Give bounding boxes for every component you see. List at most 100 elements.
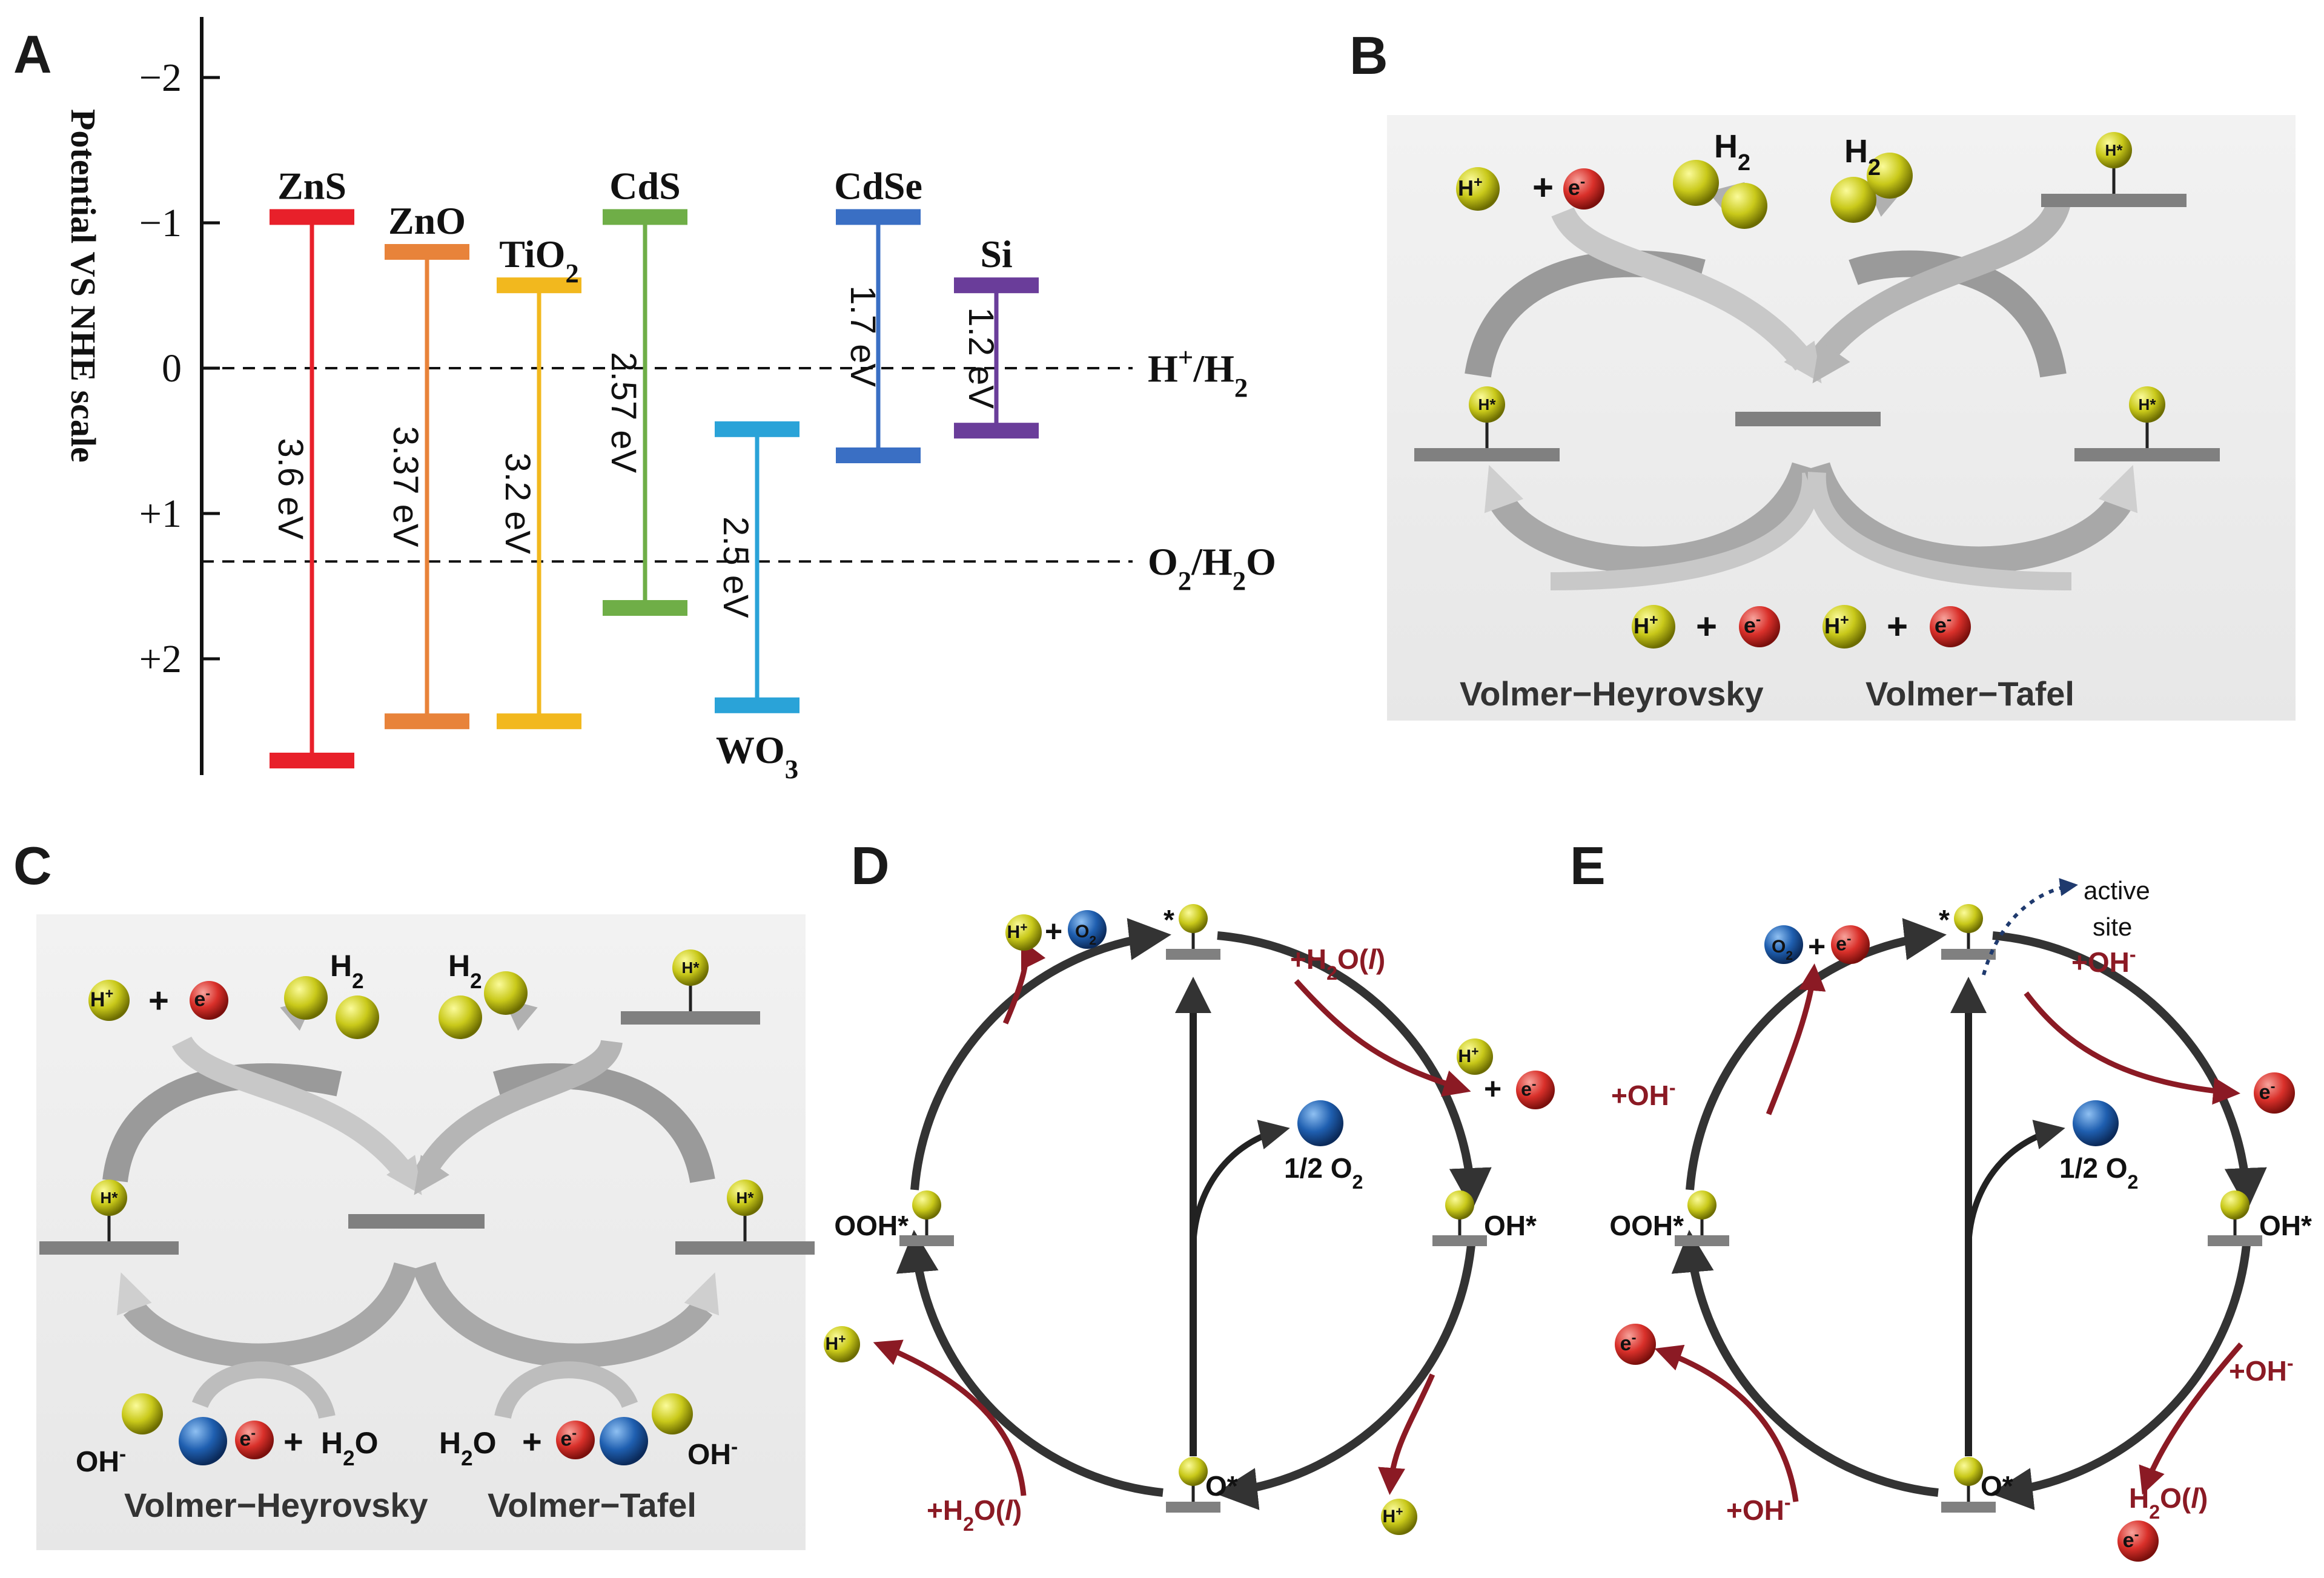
conduction-band-cap (954, 277, 1039, 294)
c-br-h-atom (652, 1393, 693, 1434)
e-tl-o2-label: O2 (1772, 937, 1793, 963)
d-cycle-arc-4 (910, 918, 1171, 1190)
b-h2-left-label: H2 (1714, 128, 1750, 176)
e-right-label: OH* (2259, 1210, 2312, 1241)
top-right-h-star-site-bar (2041, 194, 2187, 207)
panel-d-oer-acidic: D 1/2 O2*OH*O*OOH*H++O2+H2O(l)H++e-H++H2… (824, 836, 1555, 1535)
d-tl-h-plus-label: H+ (1007, 920, 1028, 943)
lower-left-inner-body (1550, 472, 1821, 590)
o2-h2o-label: O2/H2O (1148, 540, 1276, 596)
e-top-site-bar (1941, 949, 1996, 960)
d-bl-h-plus-label: H+ (826, 1332, 846, 1355)
e-br-arrow (2139, 1342, 2243, 1495)
upper-mid-left-arc-body (1551, 206, 1815, 371)
c-h2-right-atom1 (439, 995, 482, 1039)
c-h2-left-atom2 (336, 995, 379, 1039)
e-br-e-minus-label: e- (2123, 1527, 2139, 1553)
b-top-e-minus-label: e- (1568, 173, 1585, 200)
material-label: CdSe (834, 164, 922, 207)
d-bottom-label: O* (1205, 1470, 1238, 1502)
left-h-star-site-bar (1414, 448, 1560, 461)
e-top-label: * (1939, 904, 1950, 936)
d-o2-ball (1297, 1100, 1343, 1146)
b-bot-e-minus-2-ball (1930, 606, 1971, 647)
c-top-right-h-star-site-bar (621, 1011, 760, 1025)
d-tr-e-minus-ball (1516, 1071, 1555, 1109)
material-label: WO3 (716, 728, 798, 784)
e-bl-e-minus-label: e- (1620, 1330, 1637, 1356)
b-bot-e-minus-1-ball (1739, 606, 1780, 647)
e-bottom-adsorbate (1954, 1457, 1983, 1486)
e-cycle-arc-2 (1990, 1238, 2251, 1510)
panel-e-letter: E (1570, 836, 1606, 896)
b-top-h-plus-label: H+ (1458, 174, 1483, 200)
c-right-h-star-h-ball (727, 1180, 763, 1216)
c-h2-right-atom2 (484, 971, 528, 1015)
center-site-bar (1735, 412, 1881, 426)
c-left-h-star-site-bar (39, 1241, 179, 1255)
right-h-star-site-bar (2074, 448, 2220, 461)
c-caption-right: Volmer−Tafel (488, 1486, 697, 1524)
d-tr-arrow (1294, 979, 1471, 1097)
panel-c-letter: C (13, 836, 52, 896)
b-bot-h-plus-2-ball (1822, 605, 1866, 649)
e-tl-arrow (1766, 963, 1826, 1115)
band-gap-label: 2.57 eV (604, 352, 643, 473)
h-plus-h2-label: H+/H2 (1148, 342, 1248, 403)
d-cycle-arc-3 (896, 1230, 1164, 1497)
band-gap-label: 3.2 eV (498, 452, 537, 554)
c-lower-left-arc-body (123, 1262, 418, 1368)
e-left-site-bar (1675, 1235, 1729, 1246)
e-tr-oh: +OH- (2071, 943, 2136, 978)
d-right-adsorbate (1445, 1190, 1474, 1220)
c-br-water: H2O (439, 1426, 496, 1470)
y-tick-label: +2 (139, 637, 182, 681)
valence-band-cap (715, 697, 799, 713)
e-bottom-site-bar (1941, 1502, 1996, 1513)
panel-a-band-diagram: A −2−10+1+2 Potential VS NHE scale H+/H2… (13, 17, 1276, 784)
d-o2-branch-arrow (1190, 1120, 1290, 1251)
b-bot-h-plus-2-label: H+ (1824, 612, 1849, 638)
b-h2-left-atom1 (1673, 160, 1719, 206)
panel-e-oer-alkaline: E 1/2 O2*OH*O*OOH*activesiteO2+e-+OH-+OH… (1570, 836, 2312, 1562)
d-bl-water: +H2O(l) (927, 1494, 1022, 1535)
band-tio2: TiO2 3.2 eV (497, 233, 581, 730)
e-active-site-line1: active (2084, 876, 2150, 905)
e-active-site-pointer (1982, 878, 2078, 976)
band-gap-label: 1.2 eV (961, 307, 1001, 409)
conduction-band-cap (836, 209, 921, 225)
c-br-e-minus-ball (556, 1421, 595, 1459)
c-top-e-minus-label: e- (194, 985, 210, 1011)
band-gap-label: 3.37 eV (386, 426, 425, 547)
e-tl-oh: +OH- (1611, 1077, 1676, 1111)
valence-band-cap (603, 600, 687, 616)
d-bottom-adsorbate (1179, 1457, 1208, 1486)
y-axis-ticks: −2−10+1+2 (139, 56, 220, 681)
e-tl-plus: + (1808, 929, 1826, 963)
b-h2-right-atom2 (1867, 153, 1913, 199)
c-bl-o-atom (179, 1417, 227, 1465)
e-tr-arrow (2024, 991, 2240, 1105)
c-bl-h-atom (122, 1393, 163, 1434)
conduction-band-cap (715, 421, 799, 437)
b-bot-h-plus-1-label: H+ (1634, 612, 1658, 638)
d-br-arrow (1378, 1373, 1435, 1495)
d-tl-h-plus-ball (1005, 914, 1042, 951)
d-right-label: OH* (1484, 1210, 1537, 1241)
material-label: TiO2 (499, 233, 579, 288)
b-bot-e-minus-2-label: e- (1935, 611, 1952, 638)
c-br-o-atom (600, 1417, 648, 1465)
d-top-label: * (1164, 904, 1174, 936)
lower-left-arc-body (1491, 461, 1818, 573)
left-h-star-h-ball (1469, 386, 1505, 423)
upper-mid-left-head (1784, 340, 1822, 384)
c-bottom-left-small-body (191, 1361, 336, 1419)
valence-band-cap (270, 753, 354, 768)
c-top-h-plus-ball (88, 980, 130, 1021)
c-lower-left-head (116, 1272, 152, 1316)
upper-mid-right-head (1812, 340, 1850, 384)
